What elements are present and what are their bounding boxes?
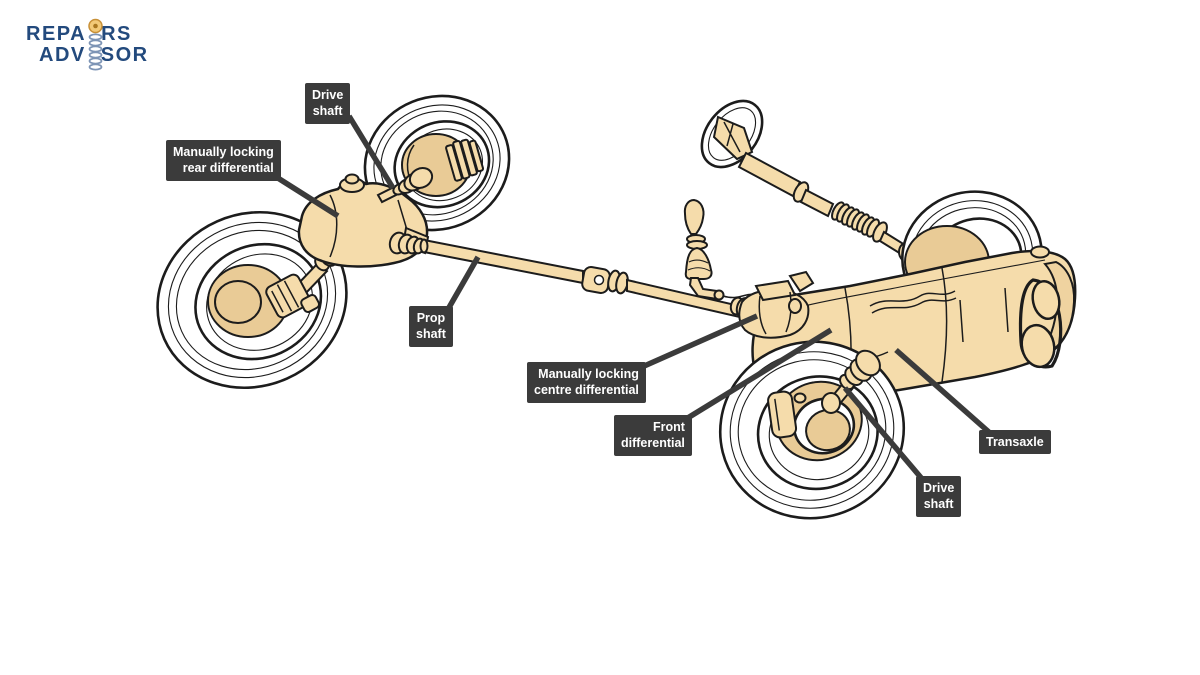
- leader-transaxle: [894, 347, 992, 436]
- leader-drive-shaft-front: [842, 386, 926, 482]
- label-rear-differential: Manually locking rear differential: [166, 140, 281, 181]
- label-front-differential: Front differential: [614, 415, 692, 456]
- intake-hose: [869, 290, 957, 314]
- leader-centre-differential: [640, 313, 759, 370]
- repairs-advisor-logo: REPA RS ADV SOR: [26, 18, 149, 71]
- leader-lines: [260, 114, 992, 482]
- rear-left-wheel: [156, 210, 348, 390]
- column-coil: [831, 201, 880, 238]
- leader-front-differential: [684, 327, 833, 422]
- label-prop-shaft: Prop shaft: [409, 306, 453, 347]
- steering-assembly: [700, 99, 914, 262]
- label-transaxle: Transaxle: [979, 430, 1051, 455]
- rear-differential: [265, 167, 434, 319]
- logo-text: SOR: [100, 44, 149, 66]
- label-centre-differential: Manually locking centre differential: [527, 362, 646, 403]
- logo-text: ADV: [39, 44, 86, 66]
- front-drive-shaft: [821, 349, 881, 414]
- leader-prop-shaft: [444, 255, 481, 313]
- logo-line-1: REPA RS: [26, 24, 149, 45]
- universal-joint: [581, 266, 611, 294]
- logo-text: RS: [101, 23, 132, 45]
- label-drive-shaft-rear: Drive shaft: [305, 83, 351, 124]
- belt-pulleys: [1018, 278, 1063, 369]
- logo-line-2: ADV SOR: [39, 45, 149, 66]
- leader-drive-shaft-rear: [346, 114, 396, 190]
- spring-bolt-icon: [88, 18, 103, 71]
- cv-boot: [392, 167, 434, 196]
- logo-text: REPA: [26, 23, 87, 45]
- splined-stub: [445, 138, 485, 182]
- gear-lever: [683, 198, 783, 304]
- label-drive-shaft-front: Drive shaft: [916, 476, 962, 517]
- prop-shaft: [419, 238, 761, 323]
- cv-joint: [265, 273, 321, 319]
- centre-differential: [738, 270, 815, 339]
